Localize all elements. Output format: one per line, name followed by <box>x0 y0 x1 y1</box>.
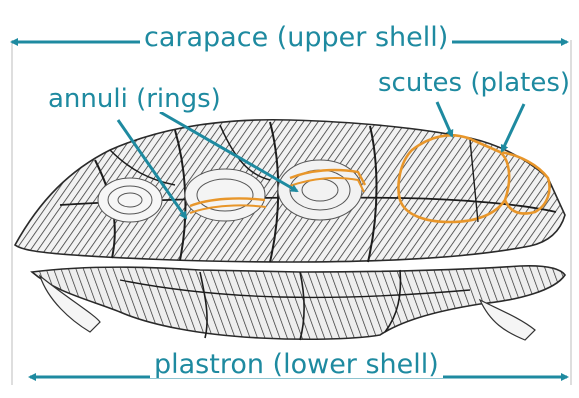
plastron-drawing <box>32 266 565 340</box>
plastron-label: plastron (lower shell) <box>150 351 443 378</box>
scutes-pointer-arrow-2 <box>502 104 524 151</box>
scutes-pointer-arrow-1 <box>437 102 452 136</box>
carapace-label: carapace (upper shell) <box>140 24 452 51</box>
scutes-label: scutes (plates) <box>378 70 570 96</box>
carapace-drawing <box>15 120 565 262</box>
annuli-label: annuli (rings) <box>48 86 221 112</box>
